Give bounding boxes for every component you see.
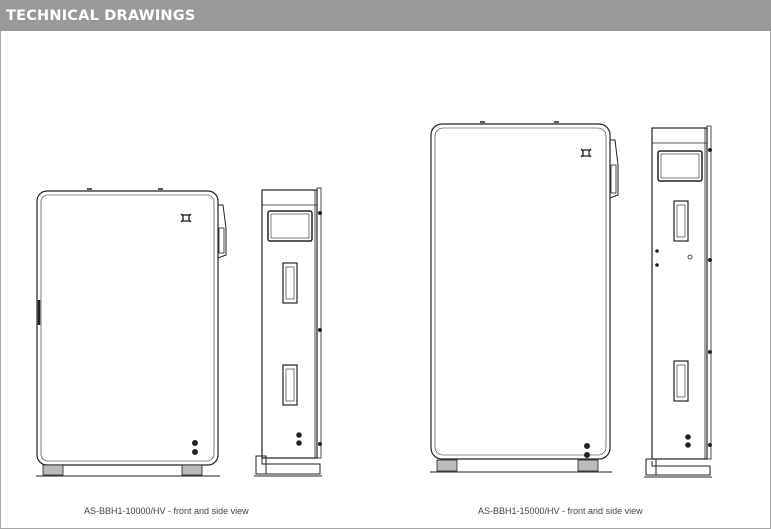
drawing-15000-front-view (430, 121, 619, 473)
caption-15000: AS-BBH1-15000/HV - front and side view (478, 506, 643, 516)
logo-symbol-2 (580, 148, 592, 158)
section-title: TECHNICAL DRAWINGS (6, 8, 196, 24)
caption-10000: AS-BBH1-10000/HV - front and side view (84, 506, 249, 516)
drawing-15000-side-view (644, 125, 712, 478)
drawing-10000-front-view (36, 188, 227, 477)
section-header: TECHNICAL DRAWINGS (0, 0, 771, 31)
drawing-10000-side-view (254, 187, 322, 477)
logo-symbol-1 (180, 213, 192, 223)
